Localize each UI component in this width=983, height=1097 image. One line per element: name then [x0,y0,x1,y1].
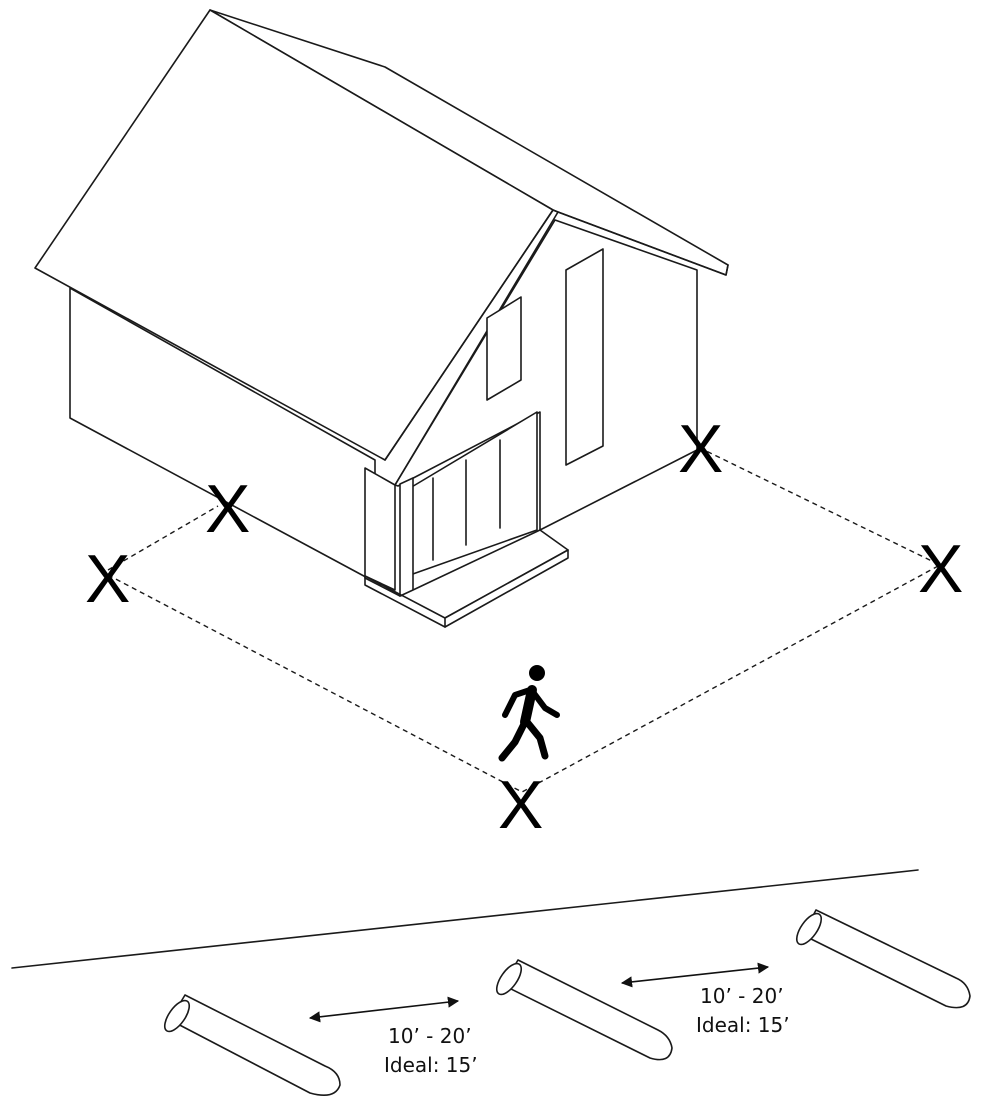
spacing-range-label: 10’ - 20’ [388,1024,472,1048]
house-icon [34,9,729,628]
corner-marker-x: X [918,531,963,607]
corner-marker-x: X [85,541,130,617]
pipe-icon [495,959,673,1061]
corner-marker-x: X [205,471,250,547]
corner-marker-x: X [678,411,723,487]
spacing-ideal-label: Ideal: 15’ [384,1053,478,1077]
pipe-icon [163,994,341,1096]
road-edge-line [11,869,919,969]
corner-marker-x: X [498,767,543,843]
spacing-range-label: 10’ - 20’ [700,984,784,1008]
spacing-arrow [308,996,460,1023]
pipe-icon [795,909,971,1009]
spacing-ideal-label: Ideal: 15’ [696,1013,790,1037]
walking-person-icon [498,665,560,762]
perimeter-dashed-lines [107,447,942,793]
spacing-arrow [620,962,770,988]
